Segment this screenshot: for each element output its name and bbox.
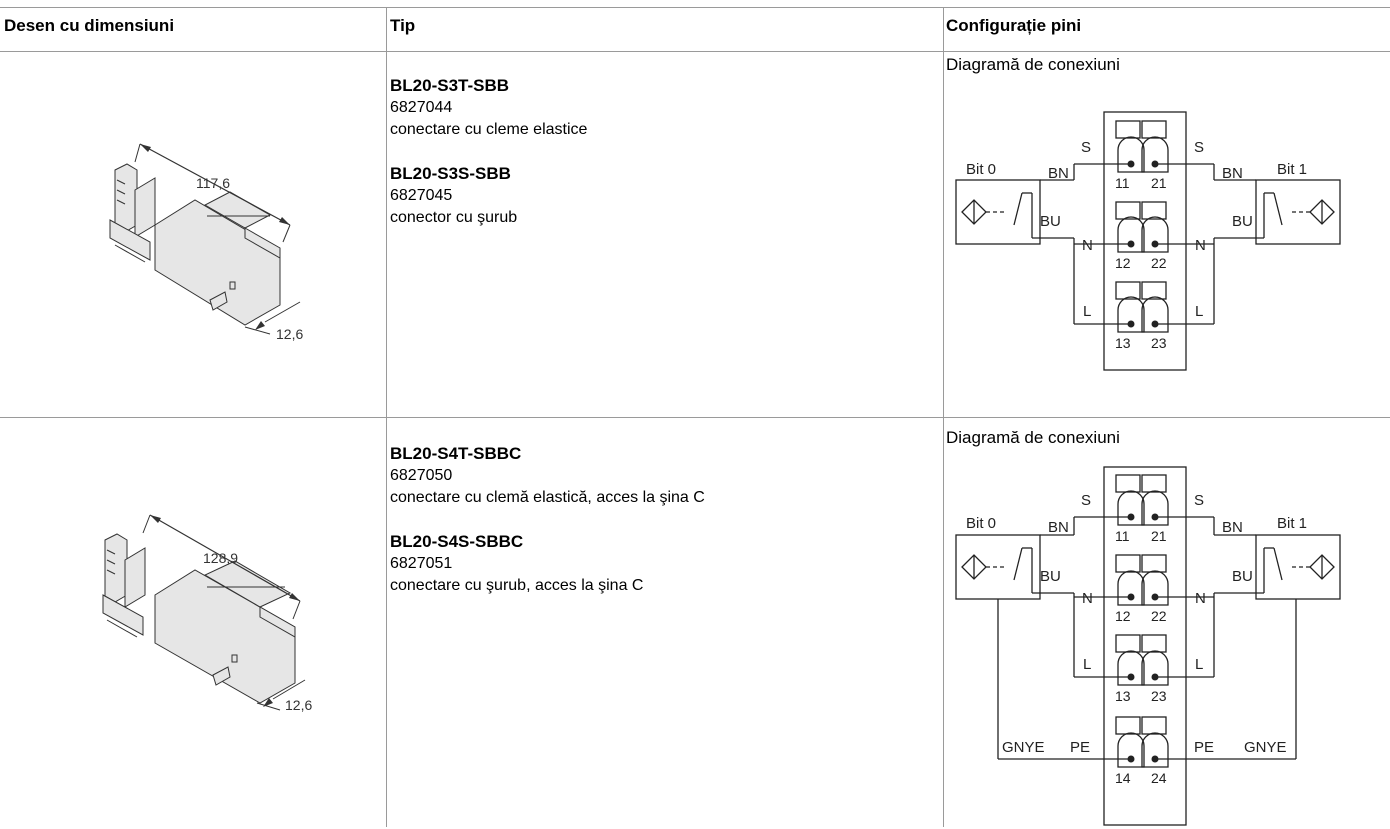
header-drawing: Desen cu dimensiuni: [4, 16, 175, 35]
table-top-rule: [0, 7, 1390, 8]
label-bit0: Bit 0: [966, 161, 996, 178]
connection-diagram-2: Bit 0 Bit 1 BN BN BU BU S S N N L L GNYE…: [955, 466, 1341, 826]
label-bn-right: BN: [1222, 519, 1243, 536]
product-name: BL20-S4T-SBBC: [390, 444, 522, 463]
pin-number: 24: [1151, 770, 1167, 786]
label-s-right: S: [1194, 139, 1204, 156]
type-cell-1: BL20-S3T-SBB 6827044 conectare cu cleme …: [390, 75, 587, 229]
label-l-right: L: [1195, 303, 1203, 320]
label-bu-left: BU: [1040, 568, 1061, 585]
row-separator: [0, 417, 1390, 418]
pin-number: 22: [1151, 608, 1167, 624]
pin-number: 21: [1151, 175, 1167, 191]
product-name: BL20-S3S-SBB: [390, 164, 511, 183]
label-s-left: S: [1081, 492, 1091, 509]
product-name: BL20-S3T-SBB: [390, 76, 510, 95]
dimension-width: 12,6: [285, 697, 313, 713]
dimension-length: 128,9: [203, 550, 239, 566]
product-description: conectare cu clemă elastică, acces la şi…: [390, 489, 705, 506]
label-n-right: N: [1195, 590, 1206, 607]
connection-diagram-1: Bit 0 Bit 1 BN BN BU BU S S N N L L 11 2…: [955, 111, 1341, 371]
label-n-left: N: [1082, 237, 1093, 254]
pin-number: 13: [1115, 688, 1131, 704]
pin-number: 23: [1151, 688, 1167, 704]
pin-number: 14: [1115, 770, 1131, 786]
label-s-left: S: [1081, 139, 1091, 156]
dimension-length: 117,6: [196, 175, 230, 191]
pin-number: 22: [1151, 255, 1167, 271]
label-l-left: L: [1083, 656, 1091, 673]
label-pe-left: PE: [1070, 739, 1090, 756]
connection-diagram-title: Diagramă de conexiuni: [946, 55, 1120, 74]
pin-number: 21: [1151, 528, 1167, 544]
product-description: conectare cu şurub, acces la şina C: [390, 577, 644, 594]
product-code: 6827050: [390, 467, 453, 484]
label-bu-right: BU: [1232, 213, 1253, 230]
dimension-drawing-1: [109, 143, 301, 335]
label-bn-right: BN: [1222, 165, 1243, 182]
pin-number: 11: [1115, 528, 1130, 544]
connection-diagram-title: Diagramă de conexiuni: [946, 428, 1120, 447]
pin-number: 12: [1115, 255, 1131, 271]
label-bu-left: BU: [1040, 213, 1061, 230]
header-bottom-rule: [0, 51, 1390, 52]
label-pe-right: PE: [1194, 739, 1214, 756]
product-description: conector cu şurub: [390, 209, 518, 226]
product-code: 6827051: [390, 555, 453, 572]
label-bit1: Bit 1: [1277, 515, 1307, 532]
label-bit0: Bit 0: [966, 515, 996, 532]
pin-number: 11: [1115, 175, 1130, 191]
header-type: Tip: [390, 16, 416, 35]
label-bu-right: BU: [1232, 568, 1253, 585]
label-gnye-left: GNYE: [1002, 739, 1045, 756]
label-gnye-right: GNYE: [1244, 739, 1287, 756]
pin-number: 23: [1151, 335, 1167, 351]
column-divider-1: [386, 7, 387, 827]
label-bit1: Bit 1: [1277, 161, 1307, 178]
header-pin-configuration: Configurație pini: [946, 16, 1082, 35]
pin-number: 12: [1115, 608, 1131, 624]
label-n-right: N: [1195, 237, 1206, 254]
product-code: 6827045: [390, 187, 453, 204]
label-l-left: L: [1083, 303, 1091, 320]
label-l-right: L: [1195, 656, 1203, 673]
pin-number: 13: [1115, 335, 1131, 351]
column-divider-2: [943, 7, 944, 827]
product-description: conectare cu cleme elastice: [390, 121, 588, 138]
dimension-drawing-2: [102, 514, 306, 711]
label-s-right: S: [1194, 492, 1204, 509]
dimension-width: 12,6: [276, 326, 304, 342]
label-n-left: N: [1082, 590, 1093, 607]
product-name: BL20-S4S-SBBC: [390, 532, 524, 551]
product-code: 6827044: [390, 99, 453, 116]
label-bn-left: BN: [1048, 165, 1069, 182]
label-bn-left: BN: [1048, 519, 1069, 536]
type-cell-2: BL20-S4T-SBBC 6827050 conectare cu clemă…: [390, 443, 705, 597]
